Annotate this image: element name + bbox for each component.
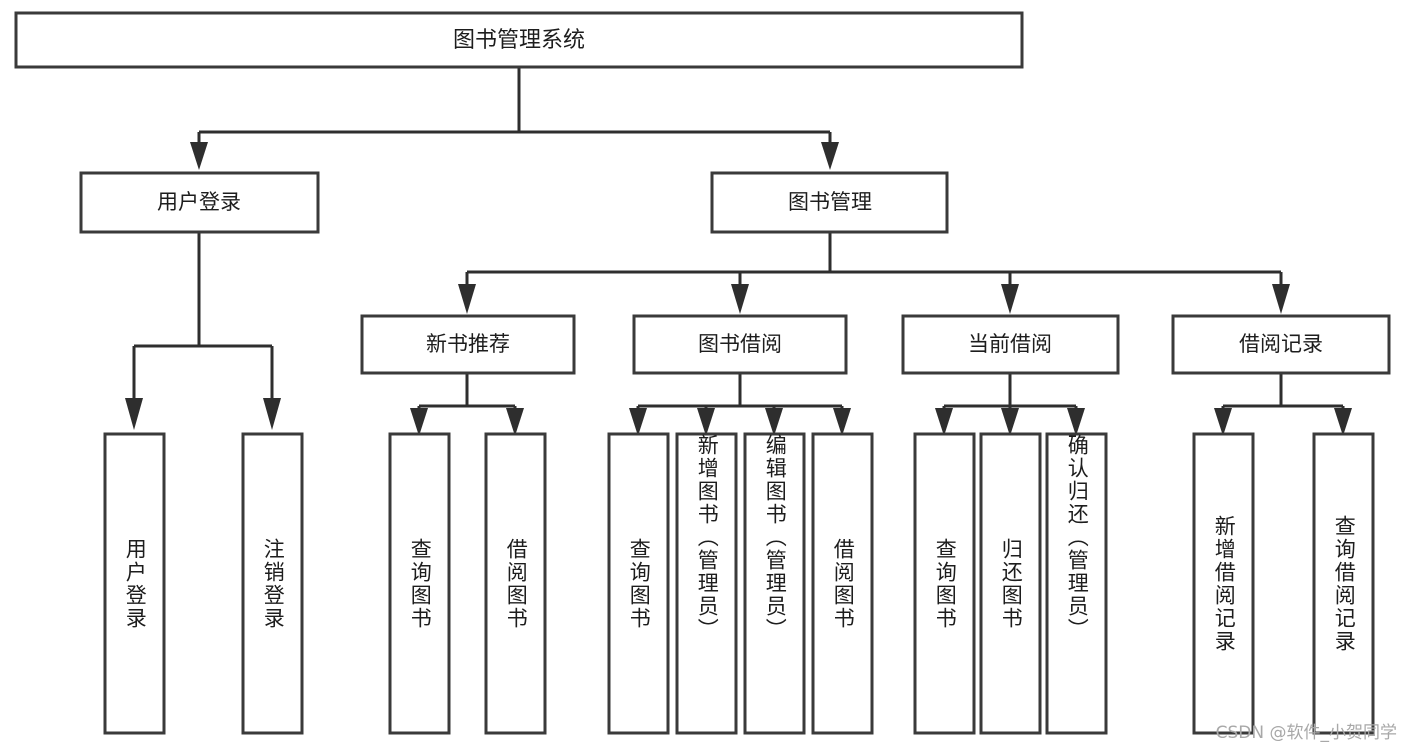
leaf-query-record-box[interactable]: [1312, 432, 1375, 735]
node-borrow-record[interactable]: 借阅记录: [1171, 314, 1391, 375]
arrow-to-leaf-query-record: [1334, 408, 1352, 436]
node-book-borrow-label: 图书借阅: [698, 332, 782, 356]
node-root[interactable]: 图书管理系统: [14, 11, 1024, 69]
node-current-borrow-label: 当前借阅: [968, 332, 1052, 356]
node-user-login[interactable]: 用户登录: [79, 171, 320, 234]
leaf-boxes-borrow-record: [1192, 432, 1375, 735]
arrow-to-leaf-query-book-3: [935, 408, 953, 436]
leaf-add-book-box[interactable]: [675, 432, 738, 735]
connector-group-new-book-recommend: [410, 373, 524, 436]
arrow-to-leaf-query-book-2: [629, 408, 647, 436]
leaf-borrow-book-1-box[interactable]: [484, 432, 547, 735]
arrow-to-leaf-query-book-1: [410, 408, 428, 436]
connector-group-user-login: [125, 232, 281, 430]
arrow-to-borrow-record: [1272, 284, 1290, 314]
arrow-to-leaf-add-book: [697, 408, 715, 436]
leaf-add-record-box[interactable]: [1192, 432, 1255, 735]
arrow-to-leaf-return-book: [1001, 408, 1019, 436]
node-user-login-label: 用户登录: [157, 190, 241, 214]
node-new-book-recommend-box[interactable]: [360, 314, 576, 375]
node-book-manage[interactable]: 图书管理: [710, 171, 949, 234]
leaf-confirm-return-box[interactable]: [1045, 432, 1108, 735]
watermark: CSDN @软件_小贺同学: [1215, 723, 1397, 743]
node-user-login-box[interactable]: [79, 171, 320, 234]
arrow-to-leaf-logout: [263, 398, 281, 430]
node-root-label: 图书管理系统: [453, 28, 585, 53]
node-root-box[interactable]: [14, 11, 1024, 69]
leaf-return-book-box[interactable]: [979, 432, 1042, 735]
arrow-to-new-book-recommend: [458, 284, 476, 314]
arrow-to-leaf-borrow-book-1: [506, 408, 524, 436]
node-book-borrow[interactable]: 图书借阅: [632, 314, 848, 375]
node-borrow-record-label: 借阅记录: [1239, 332, 1323, 356]
node-book-borrow-box[interactable]: [632, 314, 848, 375]
leaf-boxes-book-borrow: [607, 432, 874, 735]
leaf-query-book-3-box[interactable]: [913, 432, 976, 735]
leaf-query-book-1-box[interactable]: [388, 432, 451, 735]
leaf-boxes-new-book-recommend: [388, 432, 547, 735]
connector-group-borrow-record: [1214, 373, 1352, 436]
arrow-to-user-login: [190, 142, 208, 170]
node-current-borrow[interactable]: 当前借阅: [901, 314, 1120, 375]
connector-group-book-borrow: [629, 373, 851, 436]
leaf-borrow-book-2-box[interactable]: [811, 432, 874, 735]
node-new-book-recommend[interactable]: 新书推荐: [360, 314, 576, 375]
arrow-to-leaf-add-record: [1214, 408, 1232, 436]
node-borrow-record-box[interactable]: [1171, 314, 1391, 375]
arrow-to-leaf-edit-book: [765, 408, 783, 436]
node-new-book-recommend-label: 新书推荐: [426, 332, 510, 356]
leaf-user-login-box[interactable]: [103, 432, 166, 735]
arrow-to-leaf-user-login: [125, 398, 143, 430]
arrow-to-book-manage: [821, 142, 839, 170]
leaf-boxes-current-borrow: [913, 432, 1108, 735]
leaf-edit-book-box[interactable]: [743, 432, 806, 735]
arrow-to-current-borrow: [1001, 284, 1019, 314]
connector-group-current-borrow: [935, 373, 1085, 436]
node-book-manage-box[interactable]: [710, 171, 949, 234]
connector-group-root: [190, 68, 839, 170]
arrow-to-leaf-confirm-return: [1067, 408, 1085, 436]
arrow-to-leaf-borrow-book-2: [833, 408, 851, 436]
arrow-to-book-borrow: [731, 284, 749, 314]
node-book-manage-label: 图书管理: [788, 190, 872, 214]
node-current-borrow-box[interactable]: [901, 314, 1120, 375]
leaf-logout-box[interactable]: [241, 432, 304, 735]
connector-group-book-manage: [458, 232, 1290, 314]
leaf-query-book-2-box[interactable]: [607, 432, 670, 735]
leaf-boxes-user-login: [103, 432, 304, 735]
